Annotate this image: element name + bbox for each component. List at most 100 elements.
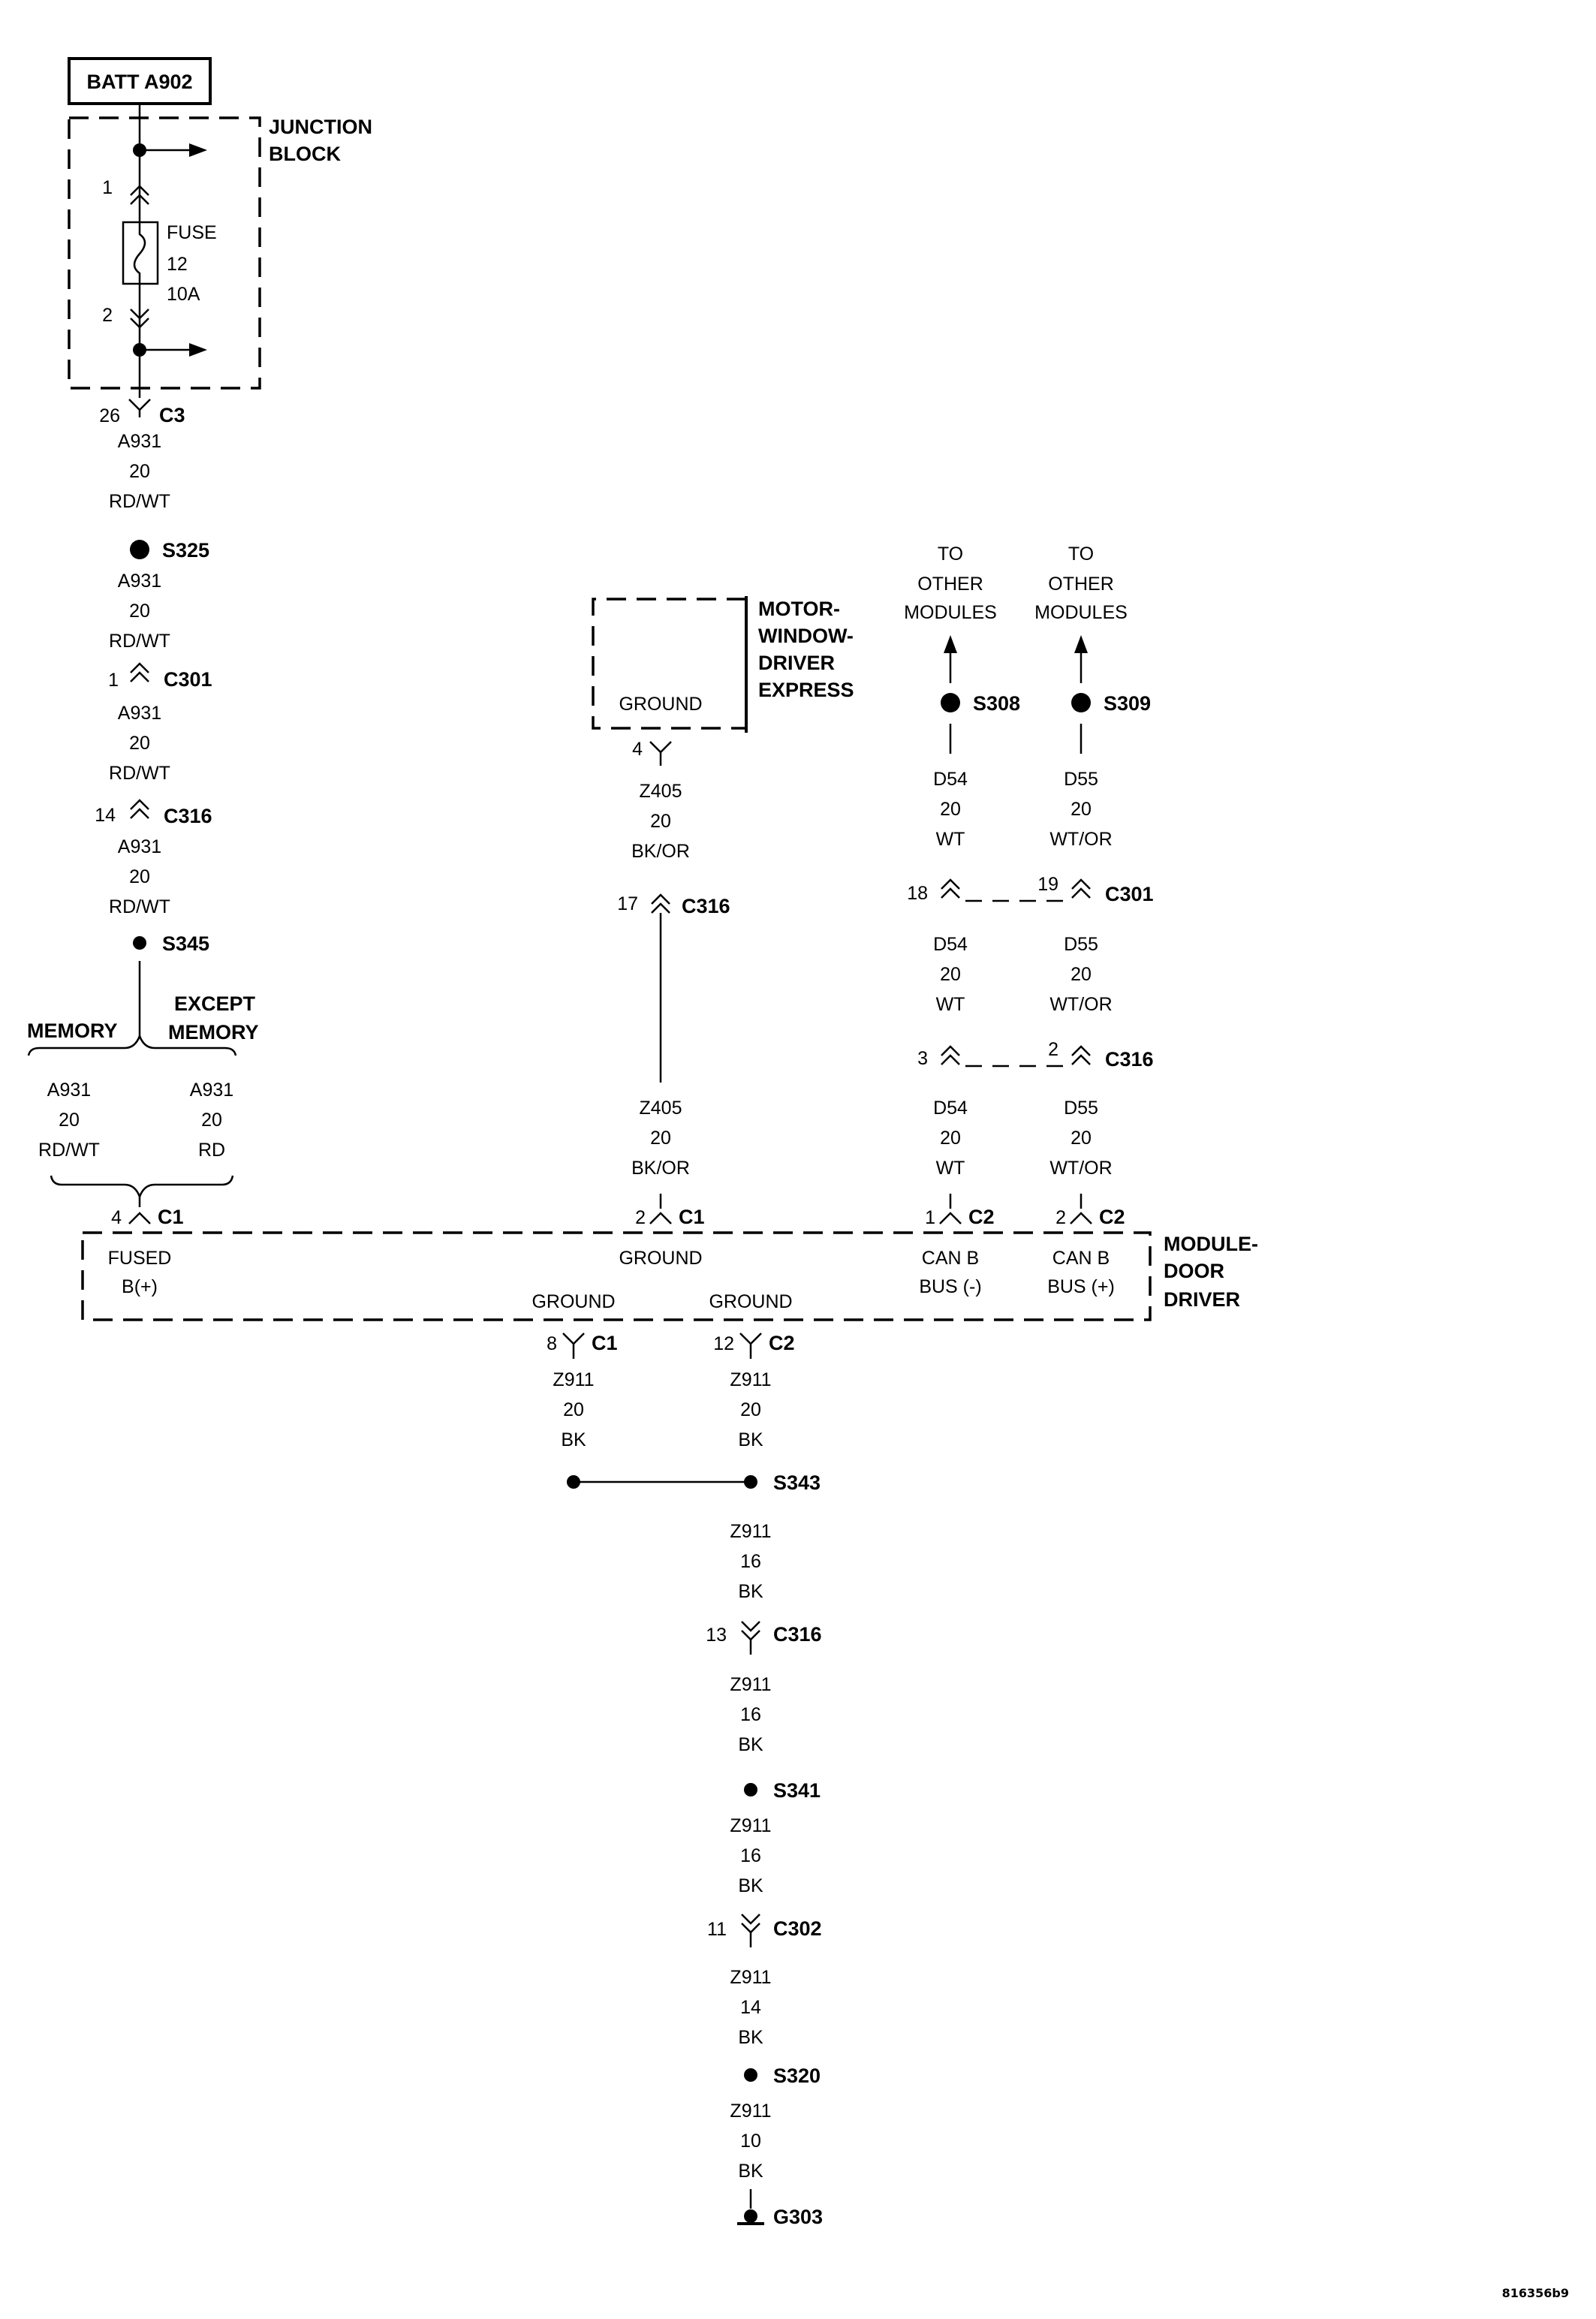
memory-label: MEMORY (27, 1019, 118, 1042)
junction-block-title-2: BLOCK (269, 143, 341, 165)
motor-title-3: DRIVER (758, 652, 835, 674)
z405-bottom-circuit: Z405 (640, 1098, 682, 1119)
c316-right-name: C316 (1105, 1048, 1154, 1071)
module-title-3: DRIVER (1164, 1288, 1240, 1311)
z911-a-color: BK (738, 1581, 763, 1602)
c316-bottom-pin: 13 (706, 1625, 727, 1646)
c316-right-connector-b (1071, 1045, 1091, 1065)
arrow-bottom-head (189, 343, 207, 357)
c1-left-name: C1 (158, 1206, 184, 1228)
z911-e-circuit: Z911 (730, 2101, 771, 2122)
w3-gauge: 20 (129, 733, 150, 754)
z911-c-gauge: 16 (740, 1845, 761, 1866)
w3-color: RD/WT (109, 763, 170, 784)
to-other-2-b: OTHER (1048, 574, 1114, 595)
c316-mid-name: C316 (682, 895, 730, 917)
c316-bottom-connector (741, 1621, 760, 1655)
d54-1-circuit: D54 (933, 769, 968, 790)
s341-label: S341 (773, 1779, 821, 1802)
d55-2-circuit: D55 (1064, 934, 1098, 955)
motor-pin: 4 (632, 739, 643, 760)
motor-connector (649, 741, 672, 754)
except-wire-gauge: 20 (201, 1110, 222, 1131)
to-other-2-c: MODULES (1034, 602, 1128, 623)
module-ground: GROUND (619, 1248, 702, 1269)
g303-ground-dot (744, 2209, 757, 2223)
except-memory-1: EXCEPT (174, 992, 256, 1015)
c1-left-pin: 4 (111, 1207, 122, 1228)
module-canb-plus-2: BUS (+) (1047, 1276, 1115, 1297)
module-title-1: MODULE- (1164, 1233, 1258, 1255)
c316-bottom-name: C316 (773, 1623, 822, 1646)
c2b-connector (1070, 1212, 1092, 1224)
to-other-1-a: TO (938, 544, 963, 565)
z405-top-gauge: 20 (650, 811, 671, 832)
z911-d-circuit: Z911 (730, 1967, 771, 1988)
c2-ground-name: C2 (769, 1332, 795, 1354)
memory-wire-circuit: A931 (47, 1080, 91, 1101)
z405-bottom-color: BK/OR (631, 1158, 690, 1179)
c2b-pin: 2 (1055, 1207, 1066, 1228)
arrow-up-1 (944, 635, 957, 653)
motor-title-2: WINDOW- (758, 625, 854, 647)
z911-c-circuit: Z911 (730, 1815, 771, 1836)
z911-e-gauge: 10 (740, 2131, 761, 2152)
d55-1-color: WT/OR (1049, 829, 1112, 850)
z911-c-color: BK (738, 1875, 763, 1896)
c301-left-name: C301 (164, 668, 212, 691)
c316-left-pin: 14 (95, 805, 116, 826)
c316-right-pin-right: 2 (1048, 1039, 1058, 1060)
module-outline (81, 1231, 1152, 1321)
s320-splice (744, 2068, 757, 2082)
c1-mid-name: C1 (679, 1206, 705, 1228)
memory-wire-color: RD/WT (38, 1140, 100, 1161)
z911-e-color: BK (738, 2161, 763, 2182)
d54-2-gauge: 20 (940, 964, 961, 985)
d54-2-circuit: D54 (933, 934, 968, 955)
z911-left-gauge: 20 (563, 1399, 584, 1420)
c316-right-pin-left: 3 (917, 1048, 928, 1069)
c302-pin: 11 (707, 1919, 727, 1940)
d54-2-color: WT (936, 994, 965, 1015)
fuse-pin-out: 2 (102, 305, 113, 326)
fuse-pin1-connector (130, 185, 149, 205)
w4-color: RD/WT (109, 896, 170, 917)
s341-splice (744, 1783, 757, 1796)
module-fused-1: FUSED (108, 1248, 172, 1269)
z911-b-circuit: Z911 (730, 1674, 771, 1695)
to-other-1-b: OTHER (917, 574, 983, 595)
c3-connector-symbol (128, 399, 151, 411)
z911-a-gauge: 16 (740, 1551, 761, 1572)
fuse-number: 12 (167, 254, 188, 275)
s345-splice (133, 936, 146, 950)
bottom-option-brace (50, 1175, 234, 1200)
arrow-up-2 (1074, 635, 1088, 653)
w1-circuit: A931 (118, 431, 161, 452)
d54-1-gauge: 20 (940, 799, 961, 820)
module-canb-minus-1: CAN B (922, 1248, 979, 1269)
c2a-connector (939, 1212, 962, 1224)
c316-mid-connector (651, 893, 670, 914)
module-canb-plus-1: CAN B (1052, 1248, 1110, 1269)
z911-right-gauge: 20 (740, 1399, 761, 1420)
w1-gauge: 20 (129, 461, 150, 482)
motor-ground: GROUND (619, 694, 702, 715)
except-memory-2: MEMORY (168, 1021, 259, 1044)
c1-ground-connector (562, 1333, 585, 1345)
d54-1-color: WT (936, 829, 965, 850)
z911-left-circuit: Z911 (553, 1369, 594, 1390)
motor-title-1: MOTOR- (758, 598, 840, 620)
motor-outline (592, 598, 746, 730)
c316-right-connector-a (941, 1045, 960, 1065)
junction-block-title-1: JUNCTION (269, 116, 372, 138)
c302-name: C302 (773, 1917, 822, 1940)
s343-splice (744, 1475, 757, 1489)
c301-right-pin-left: 18 (907, 883, 928, 904)
w2-circuit: A931 (118, 571, 161, 592)
s343-label: S343 (773, 1471, 821, 1494)
s308-splice (941, 693, 960, 712)
s345-label: S345 (162, 932, 209, 955)
module-ground-right: GROUND (709, 1291, 792, 1312)
fuse-rating: 10A (167, 284, 200, 305)
